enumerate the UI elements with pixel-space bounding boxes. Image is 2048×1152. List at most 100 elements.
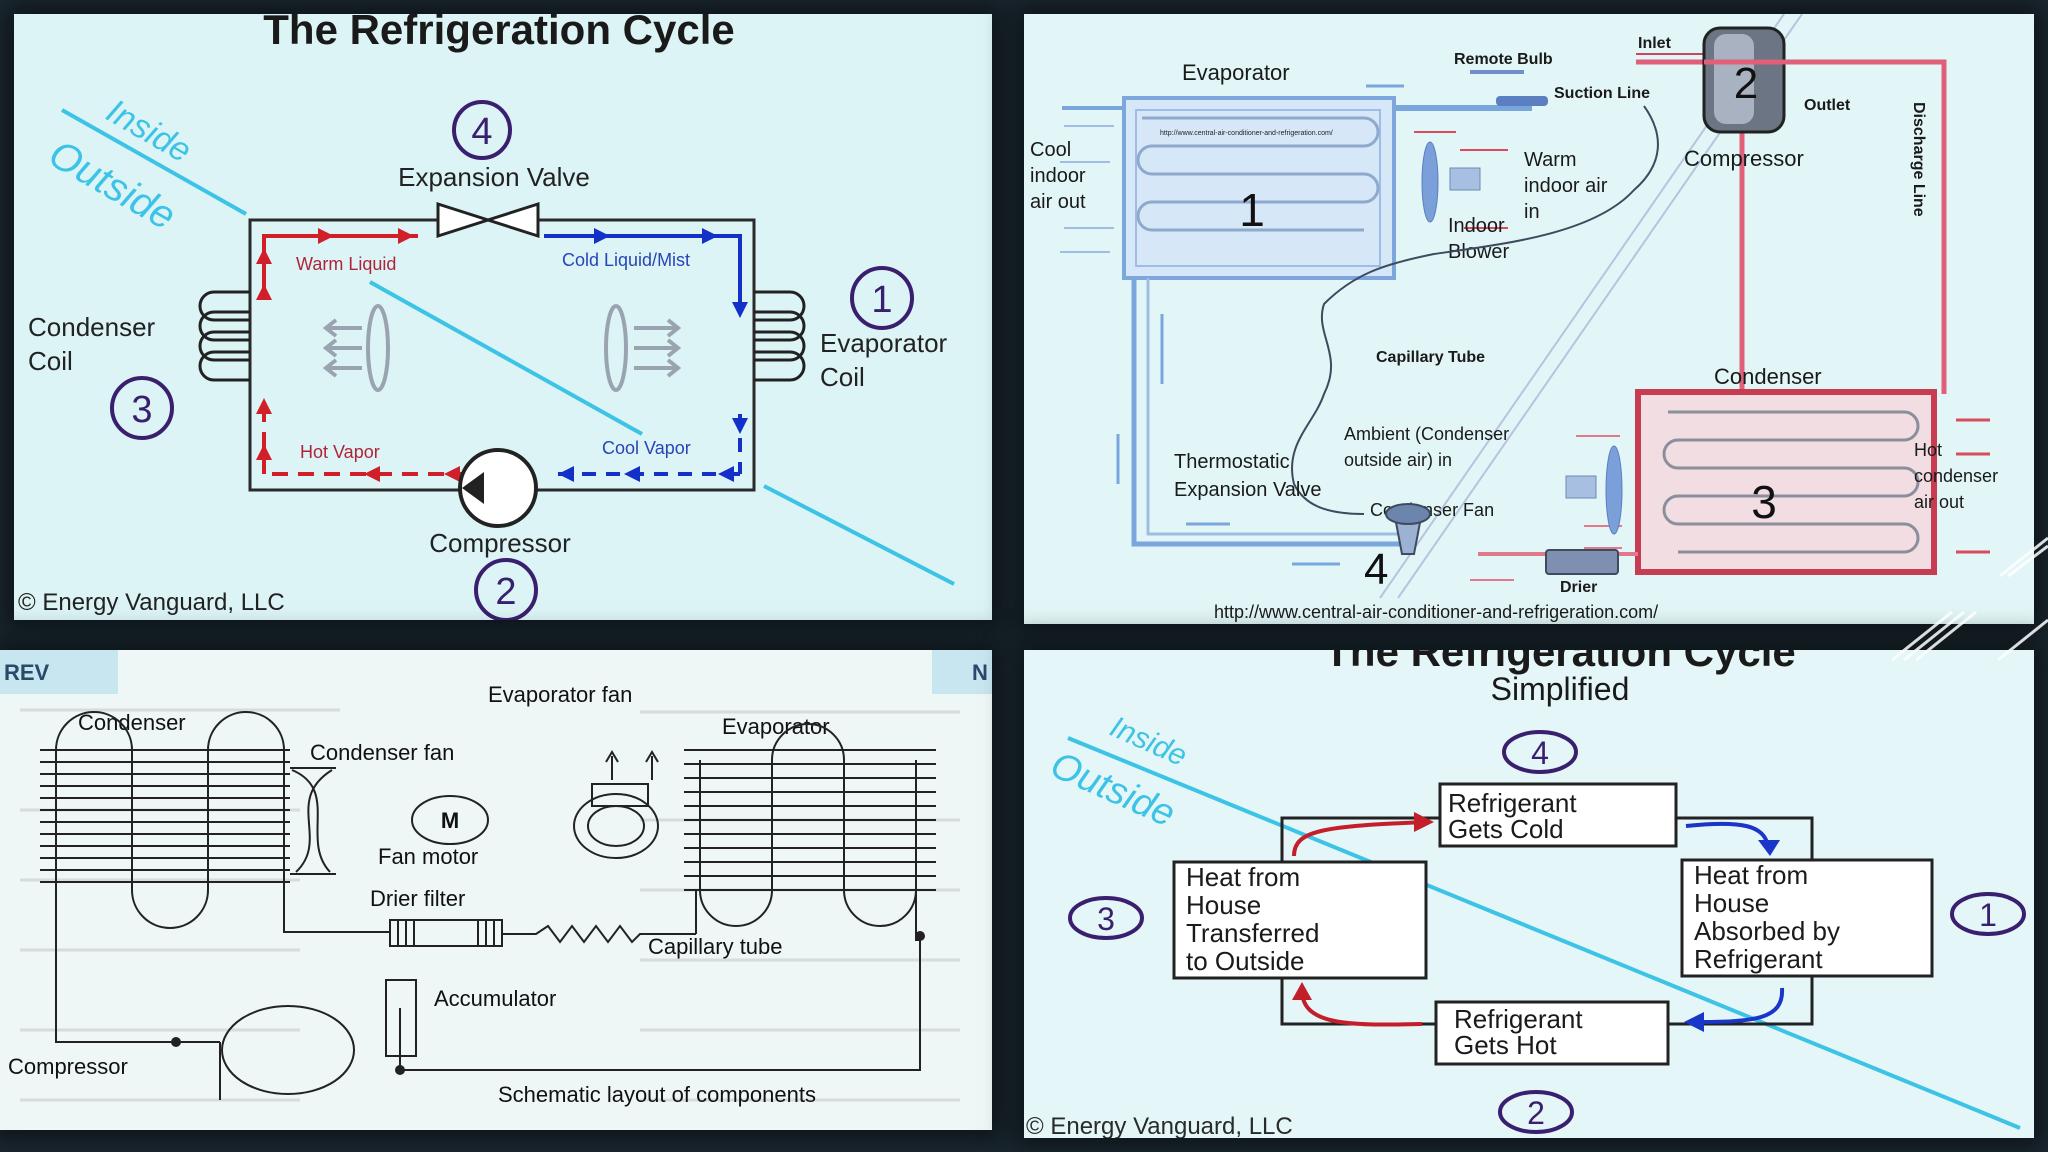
hot-condenser-label-1: Hot <box>1914 440 1942 460</box>
condenser-coil <box>1635 389 1937 575</box>
cold-liquid-flow <box>544 228 748 318</box>
simplified-cycle-diagram: The Refrigeration Cycle Simplified Insid… <box>1026 650 2026 1138</box>
cool-vapor-label: Cool Vapor <box>602 438 691 458</box>
hot-condenser-label-3: air out <box>1914 492 1964 512</box>
condenser-coil-icon <box>198 290 250 382</box>
small-url: http://www.central-air-conditioner-and-r… <box>1160 130 1333 137</box>
condenser-fan-icon <box>322 304 390 392</box>
capillary-tube-label: Capillary Tube <box>1376 349 1485 366</box>
schematic-caption: Schematic layout of components <box>498 1082 816 1107</box>
prev-tab[interactable]: REV <box>0 650 118 694</box>
evaporator-coil <box>684 723 936 927</box>
number-4: 4 <box>1364 545 1388 594</box>
condenser-label: Condenser <box>78 710 186 735</box>
circled-number-2: 2 <box>1498 1090 1574 1134</box>
warm-indoor-label-1: Warm <box>1524 149 1577 171</box>
condenser-fan-icon <box>1565 445 1623 535</box>
thermostatic-label-2: Expansion Valve <box>1174 479 1322 501</box>
circled-number-1: 1 <box>850 266 914 330</box>
refrigeration-cycle-panel: The Refrigeration Cycle Inside Outside E… <box>14 14 992 620</box>
evaporator-label: Evaporator <box>1182 60 1290 85</box>
compressor-label: Compressor <box>1684 146 1804 171</box>
drier-label: Drier <box>1560 579 1597 596</box>
simplified-cycle-panel: The Refrigeration Cycle Simplified Insid… <box>1024 650 2034 1138</box>
cool-indoor-label-2: indoor <box>1030 165 1086 187</box>
capillary-tube <box>1291 105 1659 515</box>
condenser-coil-label-2: Coil <box>28 346 73 376</box>
svg-text:3: 3 <box>131 389 152 431</box>
hot-vapor-flow <box>256 398 470 482</box>
circled-number-2: 2 <box>474 558 538 620</box>
compressor-label: Compressor <box>429 528 571 558</box>
ambient-label-1: Ambient (Condenser <box>1344 424 1509 444</box>
box-heat-absorbed: Heat from House Absorbed by Refrigerant <box>1680 858 1934 978</box>
svg-text:Refrigerant: Refrigerant <box>1694 944 1823 974</box>
drier-filter-label: Drier filter <box>370 886 465 911</box>
compressor-icon <box>1702 26 1786 134</box>
svg-text:Refrigerant: Refrigerant <box>1448 788 1577 818</box>
circled-number-1: 1 <box>1950 892 2026 936</box>
circled-number-4: 4 <box>452 100 512 160</box>
evaporator-fan-label: Evaporator fan <box>488 682 632 707</box>
remote-bulb-icon <box>1496 96 1548 106</box>
condenser-coil <box>40 711 290 929</box>
warm-liquid-label: Warm Liquid <box>296 254 396 274</box>
compressor-icon <box>458 448 538 528</box>
svg-text:Heat from: Heat from <box>1694 860 1808 890</box>
compressor-label: Compressor <box>8 1054 128 1079</box>
accumulator-label: Accumulator <box>434 986 556 1011</box>
box-refrigerant-gets-cold: Refrigerant Gets Cold <box>1438 782 1678 848</box>
hot-vapor-label: Hot Vapor <box>300 442 380 462</box>
discharge-line-label: Discharge Line <box>1910 102 1927 217</box>
inside-outside-divider <box>1067 736 2021 1130</box>
blue-arrow-bottom <box>1684 987 1785 1032</box>
liquid-line <box>1131 278 1404 547</box>
inside-label: Inside <box>1105 710 1192 773</box>
capillary-tube-label: Capillary tube <box>648 934 783 959</box>
evaporator-fan-icon <box>573 750 659 859</box>
compressor-icon <box>221 1005 355 1095</box>
svg-text:2: 2 <box>1527 1095 1545 1131</box>
fan-motor-label: Fan motor <box>378 844 478 869</box>
svg-text:Gets Cold: Gets Cold <box>1448 814 1564 844</box>
outlet-label: Outlet <box>1804 97 1851 114</box>
condenser-label: Condenser <box>1714 364 1822 389</box>
hvac-system-diagram: Evaporator http://www.central-air-condit… <box>1030 14 1998 622</box>
circled-number-3: 3 <box>1068 896 1144 940</box>
number-3: 3 <box>1751 476 1777 528</box>
cold-liquid-label: Cold Liquid/Mist <box>562 250 690 270</box>
svg-text:1: 1 <box>1979 897 1997 933</box>
ambient-label-2: outside air) in <box>1344 450 1452 470</box>
evaporator-label: Evaporator <box>722 714 830 739</box>
blue-arrow-top <box>1685 821 1780 856</box>
svg-text:to Outside: to Outside <box>1186 946 1305 976</box>
svg-text:2: 2 <box>495 571 516 613</box>
accumulator-icon <box>385 979 417 1057</box>
svg-text:3: 3 <box>1097 901 1115 937</box>
schematic-panel: REV N Evaporator fan Condenser Evaporato… <box>0 650 992 1130</box>
svg-text:1: 1 <box>871 279 892 321</box>
indoor-blower-label-1: Indoor <box>1448 215 1505 237</box>
cool-indoor-label-3: air out <box>1030 191 1086 213</box>
panel-title: The Refrigeration Cycle <box>263 14 734 53</box>
thermostatic-label-1: Thermostatic <box>1174 451 1290 473</box>
svg-text:4: 4 <box>471 111 492 153</box>
evaporator-coil-label-2: Coil <box>820 362 865 392</box>
evaporator-coil-icon <box>754 290 806 382</box>
hot-condenser-label-2: condenser <box>1914 466 1998 486</box>
hot-air-arrows <box>1956 418 1990 554</box>
warm-liquid-flow <box>256 228 418 300</box>
box-refrigerant-gets-hot: Refrigerant Gets Hot <box>1434 1000 1670 1066</box>
warm-indoor-label-3: in <box>1524 201 1540 223</box>
cool-air-arrows <box>1060 125 1114 253</box>
box-heat-transferred-outside: Heat from House Transferred to Outside <box>1172 860 1428 980</box>
svg-text:Absorbed by: Absorbed by <box>1694 916 1840 946</box>
circled-number-3: 3 <box>110 376 174 440</box>
inside-outside-divider <box>61 108 247 216</box>
condenser-fan-icon <box>290 767 336 875</box>
expansion-valve-icon <box>436 201 540 239</box>
indoor-blower-label-2: Blower <box>1448 241 1509 263</box>
next-tab[interactable]: N <box>932 650 992 694</box>
number-1: 1 <box>1239 184 1265 236</box>
svg-text:Heat from: Heat from <box>1186 862 1300 892</box>
